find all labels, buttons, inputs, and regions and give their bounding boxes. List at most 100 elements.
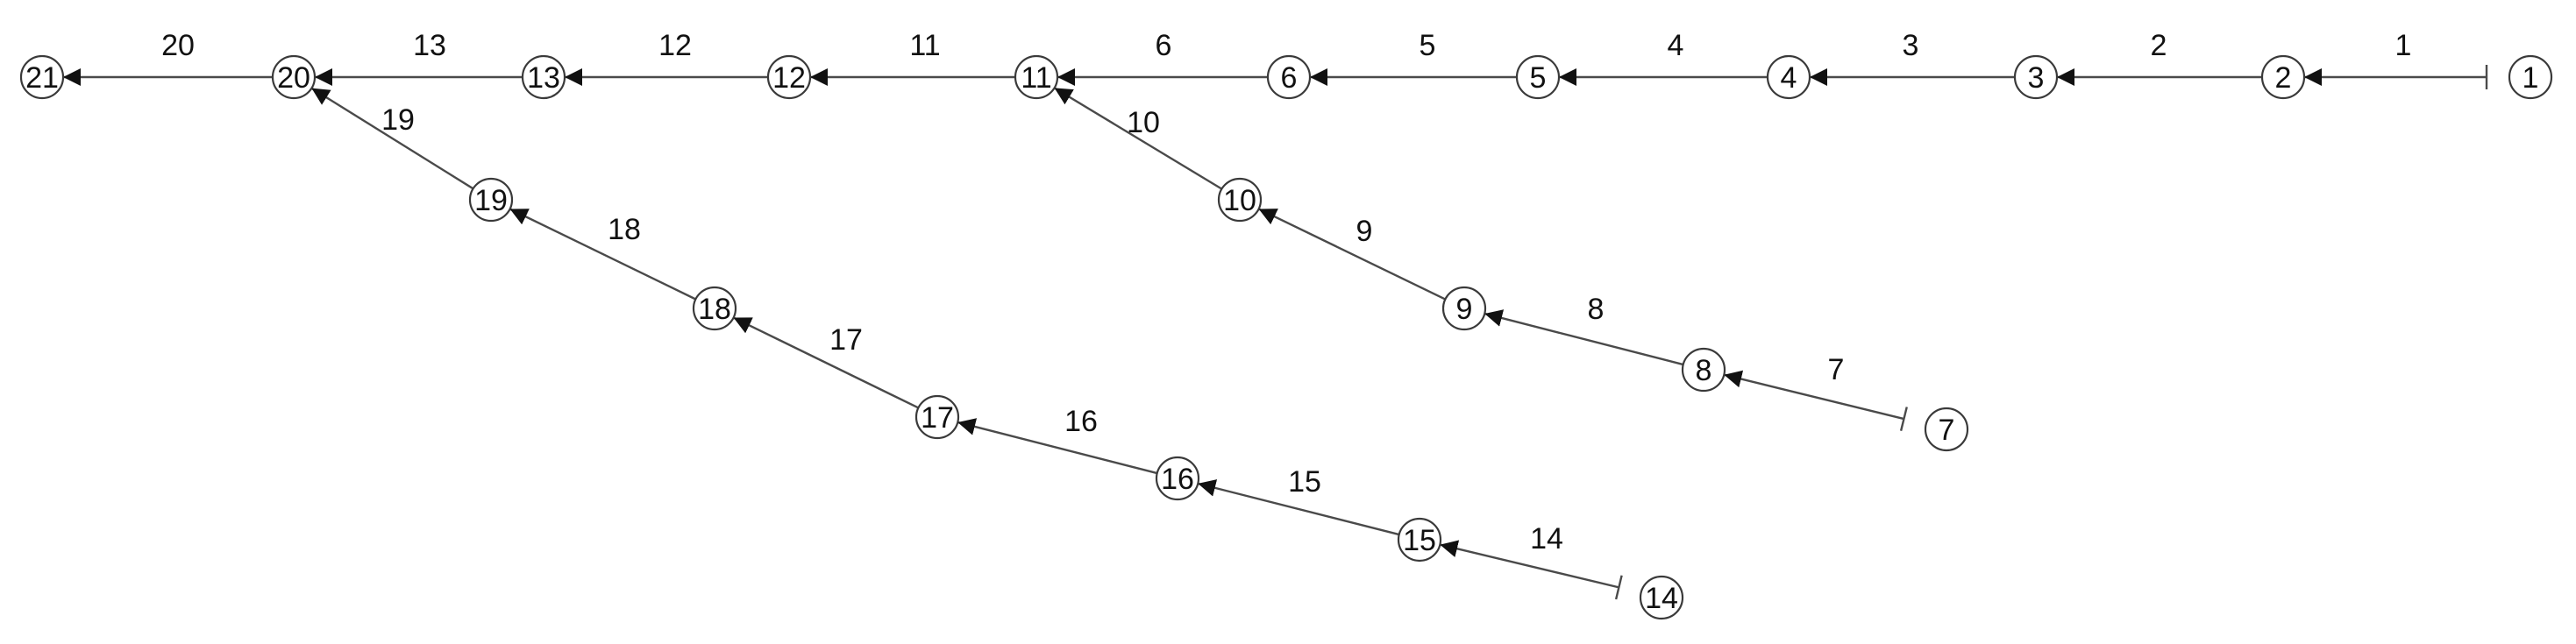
edge-line [733, 316, 919, 409]
node-circle [521, 54, 566, 100]
edge-19-to-20: 19 [310, 87, 474, 190]
edge-16-to-17: 16 [957, 405, 1158, 475]
node-17: 17 [914, 394, 960, 440]
edge-label: 2 [2151, 29, 2167, 62]
node-10: 10 [1217, 177, 1263, 223]
node-circle [1441, 286, 1487, 331]
node-circle [468, 177, 514, 223]
node-label: 3 [2028, 61, 2045, 95]
edge-label: 1 [2395, 29, 2412, 62]
node-label: 6 [1281, 61, 1298, 95]
edge-15-to-16: 15 [1197, 465, 1400, 536]
node-label: 20 [277, 61, 310, 95]
node-20: 20 [271, 54, 317, 100]
node-11: 11 [1014, 54, 1059, 100]
edge-line [1258, 208, 1446, 301]
node-label: 4 [1781, 61, 1797, 95]
node-label: 12 [772, 61, 806, 95]
edge-5-to-6: 5 [1310, 29, 1517, 86]
edge-3-to-4: 3 [1810, 29, 2015, 86]
edge-line [1197, 479, 1400, 536]
edge-label: 8 [1588, 293, 1605, 326]
node-2: 2 [2260, 54, 2306, 100]
node-circle [1014, 54, 1059, 100]
node-6: 6 [1266, 54, 1312, 100]
node-15: 15 [1397, 517, 1442, 563]
edge-label: 15 [1288, 465, 1321, 499]
edge-7-to-8: 7 [1724, 353, 1908, 431]
edge-label: 14 [1530, 522, 1563, 556]
edge-2-to-3: 2 [2057, 29, 2262, 86]
edge-12-to-13: 12 [565, 29, 768, 86]
node-13: 13 [521, 54, 566, 100]
node-label: 18 [698, 293, 731, 326]
edge-line [1484, 309, 1684, 366]
edge-20-to-21: 20 [63, 29, 273, 86]
node-circle [1639, 575, 1684, 620]
edge-line [1053, 87, 1223, 190]
node-circle [19, 54, 65, 100]
node-circle [1515, 54, 1561, 100]
edge-line [1724, 370, 1904, 421]
source-terminal-bar [1899, 407, 1908, 431]
edge-line [957, 418, 1158, 475]
node-label: 8 [1696, 354, 1712, 387]
node-3: 3 [2013, 54, 2059, 100]
edge-label: 3 [1903, 29, 1919, 62]
node-label: 10 [1223, 184, 1256, 217]
edge-label: 16 [1064, 405, 1098, 438]
edge-14-to-15: 14 [1440, 522, 1623, 600]
node-circle [1766, 54, 1811, 100]
node-label: 7 [1939, 414, 1955, 447]
edge-label: 12 [658, 29, 692, 62]
node-label: 5 [1530, 61, 1547, 95]
source-terminal-bar [1614, 575, 1623, 600]
node-5: 5 [1515, 54, 1561, 100]
edge-label: 11 [909, 29, 940, 62]
edge-label: 10 [1127, 106, 1160, 139]
node-9: 9 [1441, 286, 1487, 331]
node-label: 16 [1161, 463, 1194, 496]
edge-17-to-18: 17 [733, 316, 919, 409]
node-circle [1924, 407, 1969, 452]
edge-label: 5 [1420, 29, 1436, 62]
node-label: 13 [527, 61, 560, 95]
edge-8-to-9: 8 [1484, 293, 1684, 366]
edge-label: 17 [829, 323, 863, 357]
node-7: 7 [1924, 407, 1969, 452]
edge-line [509, 208, 696, 301]
node-label: 2 [2275, 61, 2292, 95]
edge-line [310, 87, 474, 190]
node-label: 15 [1403, 524, 1436, 557]
edge-label: 13 [413, 29, 446, 62]
node-12: 12 [766, 54, 812, 100]
edge-label: 9 [1356, 215, 1373, 248]
node-circle [692, 286, 737, 331]
node-label: 19 [474, 184, 508, 217]
node-14: 14 [1639, 575, 1684, 620]
edge-label: 20 [161, 29, 195, 62]
node-circle [766, 54, 812, 100]
node-circle [2013, 54, 2059, 100]
node-circle [2508, 54, 2553, 100]
edge-label: 6 [1156, 29, 1172, 62]
node-4: 4 [1766, 54, 1811, 100]
node-circle [1155, 456, 1200, 501]
edge-label: 4 [1668, 29, 1684, 62]
edge-4-to-5: 4 [1559, 29, 1768, 86]
node-label: 1 [2523, 61, 2539, 95]
node-1: 1 [2508, 54, 2553, 100]
node-21: 21 [19, 54, 65, 100]
edge-13-to-20: 13 [315, 29, 523, 86]
edge-label: 7 [1828, 353, 1845, 386]
edge-11-to-12: 11 [810, 29, 1015, 86]
edge-6-to-11: 6 [1057, 29, 1268, 86]
edge-9-to-10: 9 [1258, 208, 1446, 301]
node-circle [1217, 177, 1263, 223]
node-circle [1681, 347, 1726, 393]
edge-label: 19 [381, 103, 415, 137]
edge-line [1440, 540, 1619, 589]
node-circle [2260, 54, 2306, 100]
